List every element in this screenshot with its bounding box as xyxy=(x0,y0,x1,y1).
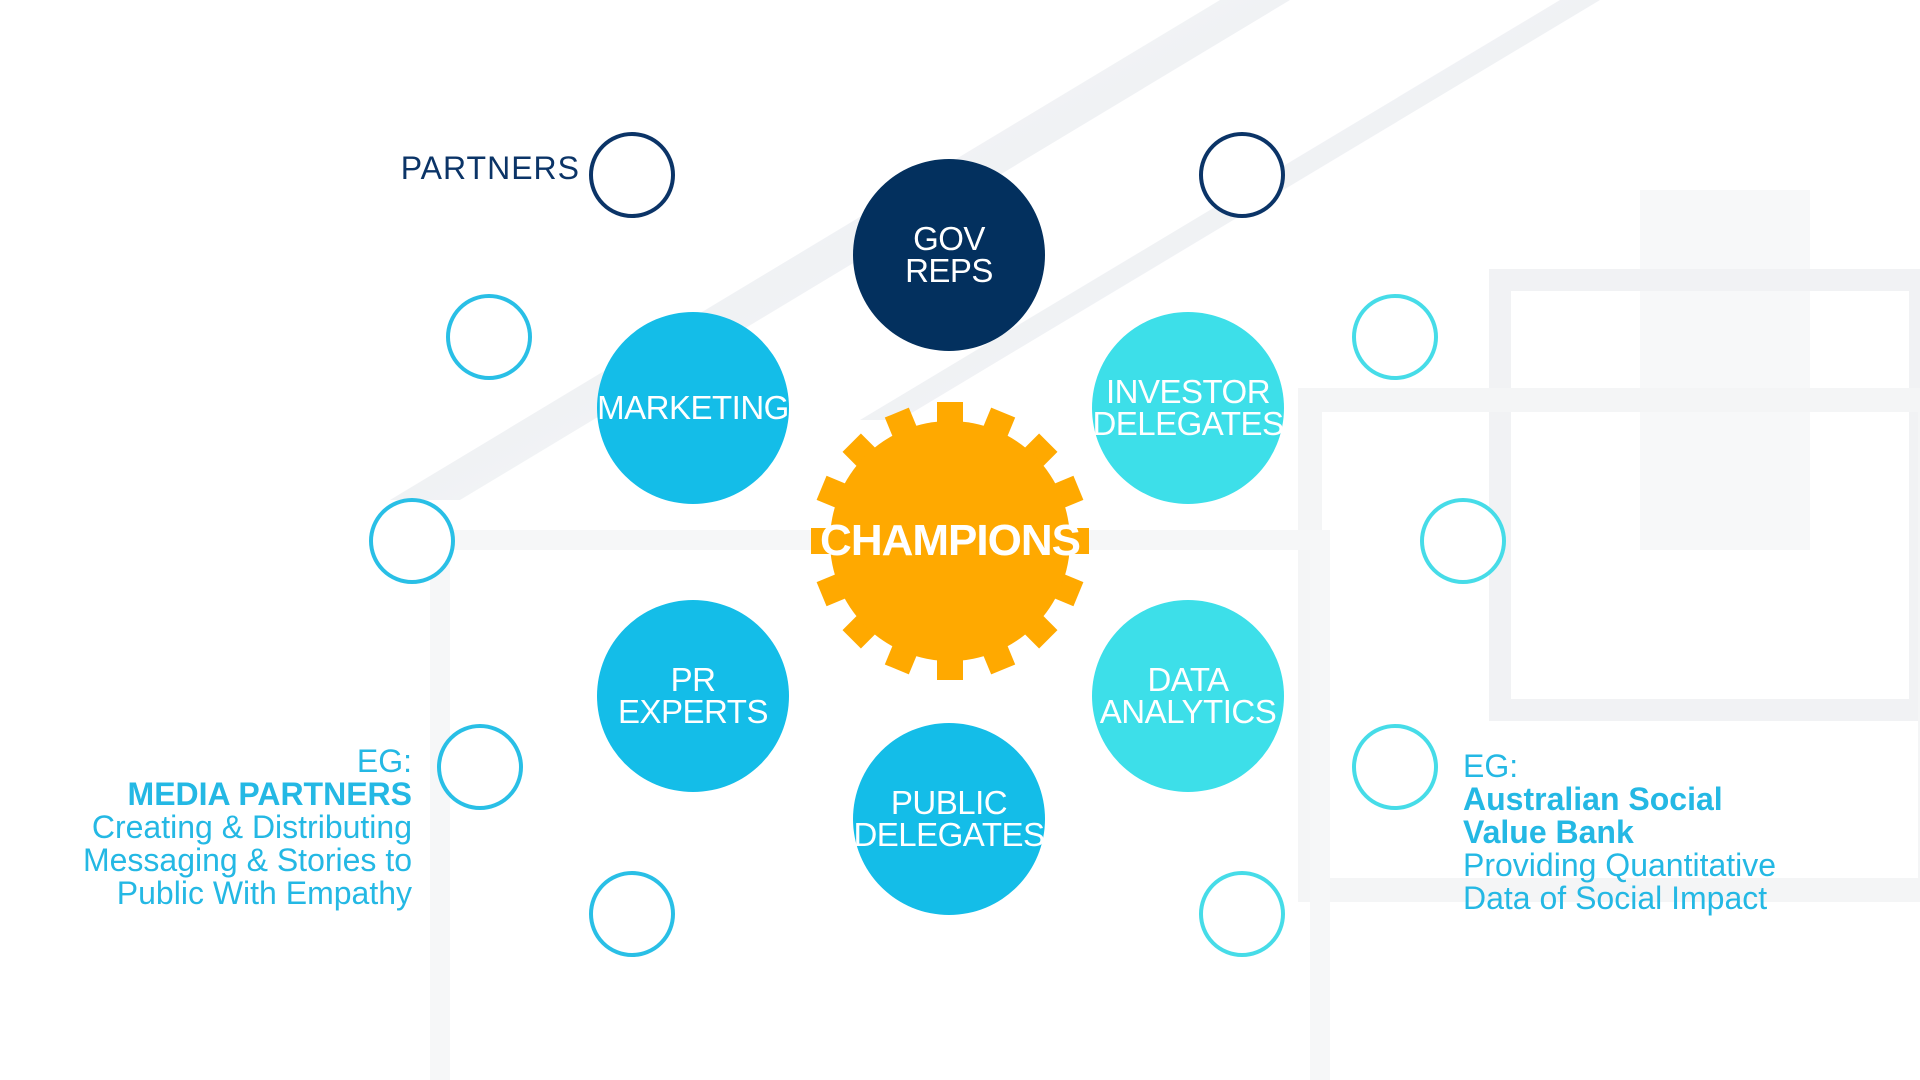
left-eg-label: EG: xyxy=(356,743,412,779)
gov-reps-label: GOV REPS xyxy=(905,220,993,289)
marketing-label: MARKETING xyxy=(597,389,789,426)
right-example-line: Providing Quantitative xyxy=(1463,847,1777,883)
data-analytics-label: DATA ANALYTICS xyxy=(1099,661,1277,730)
investor-delegates-node: INVESTOR DELEGATES xyxy=(1092,312,1284,504)
right-example-line: Data of Social Impact xyxy=(1463,880,1768,916)
right-example-title: Value Bank xyxy=(1463,814,1634,850)
partner-ring xyxy=(1199,871,1285,957)
left-example-title: MEDIA PARTNERS xyxy=(127,776,412,812)
public-delegates-node: PUBLIC DELEGATES xyxy=(853,723,1045,915)
pr-experts-node: PR EXPERTS xyxy=(597,600,789,792)
left-example-line: Messaging & Stories to xyxy=(82,842,412,878)
left-example-line: Creating & Distributing xyxy=(91,809,412,845)
background-panel xyxy=(1640,190,1810,550)
partner-ring xyxy=(589,871,675,957)
partner-ring xyxy=(1199,132,1285,218)
pr-experts-label: PR EXPERTS xyxy=(618,661,768,730)
partner-ring xyxy=(1420,498,1506,584)
gear-icon xyxy=(811,402,1089,680)
partners-label: PARTNERS xyxy=(400,150,580,186)
data-analytics-node: DATA ANALYTICS xyxy=(1092,600,1284,792)
partner-ring xyxy=(437,724,523,810)
right-eg-label: EG: xyxy=(1463,748,1519,784)
partner-ring xyxy=(369,498,455,584)
partner-ring xyxy=(446,294,532,380)
champions-label: CHAMPIONS xyxy=(820,516,1081,565)
partner-ring xyxy=(589,132,675,218)
partner-ring xyxy=(1352,294,1438,380)
left-example-line: Public With Empathy xyxy=(116,875,412,911)
background-frame xyxy=(1489,269,1920,721)
gear-body xyxy=(830,421,1070,661)
marketing-node: MARKETING xyxy=(597,312,789,504)
right-example-title: Australian Social xyxy=(1463,781,1723,817)
partner-ring xyxy=(1352,724,1438,810)
gov-reps-node: GOV REPS xyxy=(853,159,1045,351)
social-value-bank-example: EG: Australian Social Value Bank Providi… xyxy=(1463,750,1883,915)
public-delegates-label: PUBLIC DELEGATES xyxy=(853,784,1045,853)
media-partners-example: EG: MEDIA PARTNERS Creating & Distributi… xyxy=(40,745,412,910)
investor-delegates-label: INVESTOR DELEGATES xyxy=(1092,373,1284,442)
